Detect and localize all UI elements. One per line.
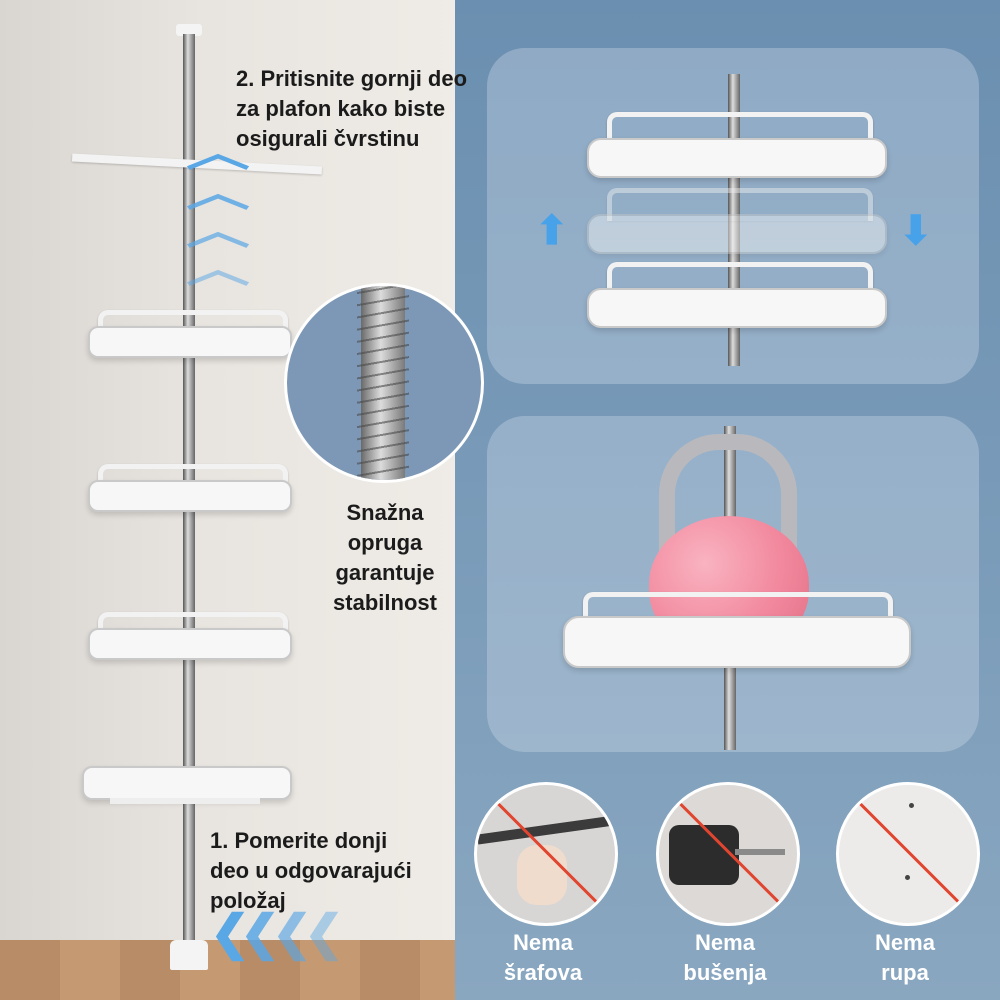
shelf-tray-4 — [82, 766, 292, 800]
no-screws-label: Nema šrafova — [503, 930, 583, 985]
spring-closeup-circle — [284, 283, 484, 483]
spring-caption: Snažna opruga garantuje stabilnost — [333, 500, 437, 615]
step1-instruction: 1. Pomerite donji deo u odgovarajući pol… — [210, 828, 412, 913]
adjustable-height-panel: ⬆ ⬇ — [487, 48, 979, 384]
down-arrow-icon: ⬇ — [899, 209, 933, 253]
no-drilling-circle — [656, 782, 800, 926]
wooden-floor — [0, 940, 455, 1000]
shelf-tray-3 — [88, 628, 292, 660]
no-holes-circle — [836, 782, 980, 926]
shelf-tray-1 — [88, 326, 292, 358]
step2-instruction: 2. Pritisnite gornji deo za plafon kako … — [236, 66, 468, 151]
no-screws-circle — [474, 782, 618, 926]
up-arrow-icon: ⬆ — [535, 209, 569, 253]
no-holes-label: Nema rupa — [875, 930, 935, 985]
shelf-tray-2 — [88, 480, 292, 512]
prohibited-icon — [851, 794, 967, 911]
no-drilling-label: Nema bušenja — [683, 930, 767, 985]
load-bearing-panel — [487, 416, 979, 752]
